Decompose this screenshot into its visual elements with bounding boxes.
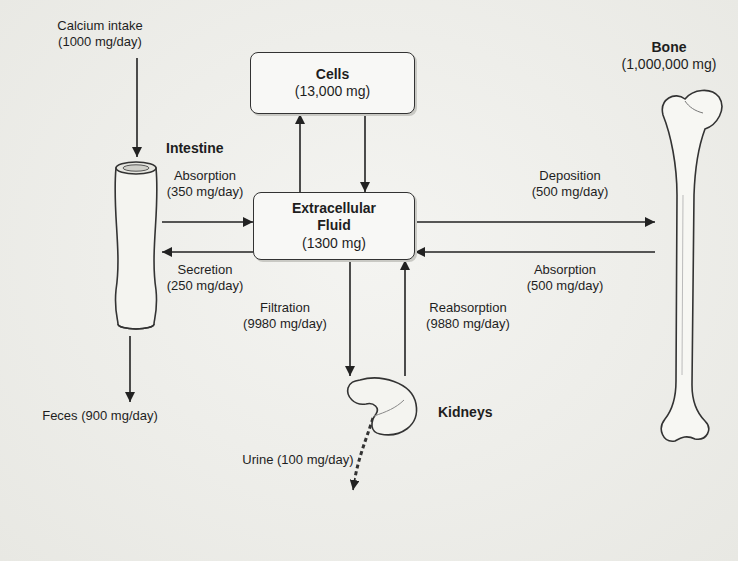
flow-arrow: [404, 260, 406, 376]
kidney-shape-outline: [340, 376, 420, 438]
flow-label: Feces (900 mg/day): [40, 408, 160, 424]
flow-label: Filtration (9980 mg/day): [225, 300, 345, 332]
flow-arrow: [299, 114, 301, 192]
compartment-amount: (13,000 mg): [295, 83, 370, 100]
bone-shape: Bone(1,000,000 mg): [655, 85, 725, 445]
flow-arrow: [349, 260, 351, 376]
compartment-name: Extracellular Fluid: [275, 200, 393, 234]
flow-label: Reabsorption (9880 mg/day): [408, 300, 528, 332]
flow-label: Absorption (350 mg/day): [145, 168, 265, 200]
organ-name: Kidneys: [438, 404, 528, 421]
ureter: [355, 418, 373, 478]
flow-label: Urine (100 mg/day): [238, 452, 358, 468]
intestine-shape: Intestine: [110, 160, 162, 332]
organ-heading: Bone(1,000,000 mg): [607, 39, 731, 73]
flow-arrow: [364, 114, 366, 192]
compartment-box: Extracellular Fluid(1300 mg): [253, 192, 415, 260]
organ-heading: Kidneys: [438, 404, 528, 421]
flow-label: Secretion (250 mg/day): [145, 262, 265, 294]
flow-label: Calcium intake (1000 mg/day): [40, 18, 160, 50]
kidney-shape: Kidneys: [340, 376, 420, 438]
compartment-box: Cells(13,000 mg): [250, 52, 415, 114]
organ-heading: Intestine: [166, 140, 266, 157]
feces-arrow: [129, 336, 131, 402]
urine-arrow: [353, 478, 355, 490]
flow-arrow: [162, 221, 253, 223]
compartment-amount: (1300 mg): [302, 235, 366, 252]
flow-label: Absorption (500 mg/day): [505, 262, 625, 294]
flow-label: Deposition (500 mg/day): [510, 168, 630, 200]
bone-shape-outline: [655, 85, 725, 445]
organ-name: Intestine: [166, 140, 266, 157]
organ-name: Bone: [607, 39, 731, 56]
flow-arrow: [415, 221, 655, 223]
flow-arrow: [415, 251, 655, 253]
flow-arrow: [162, 251, 253, 253]
organ-amount: (1,000,000 mg): [607, 56, 731, 73]
intake-arrow: [136, 58, 138, 157]
compartment-name: Cells: [316, 66, 349, 83]
intestine-shape-outline: [110, 160, 162, 332]
